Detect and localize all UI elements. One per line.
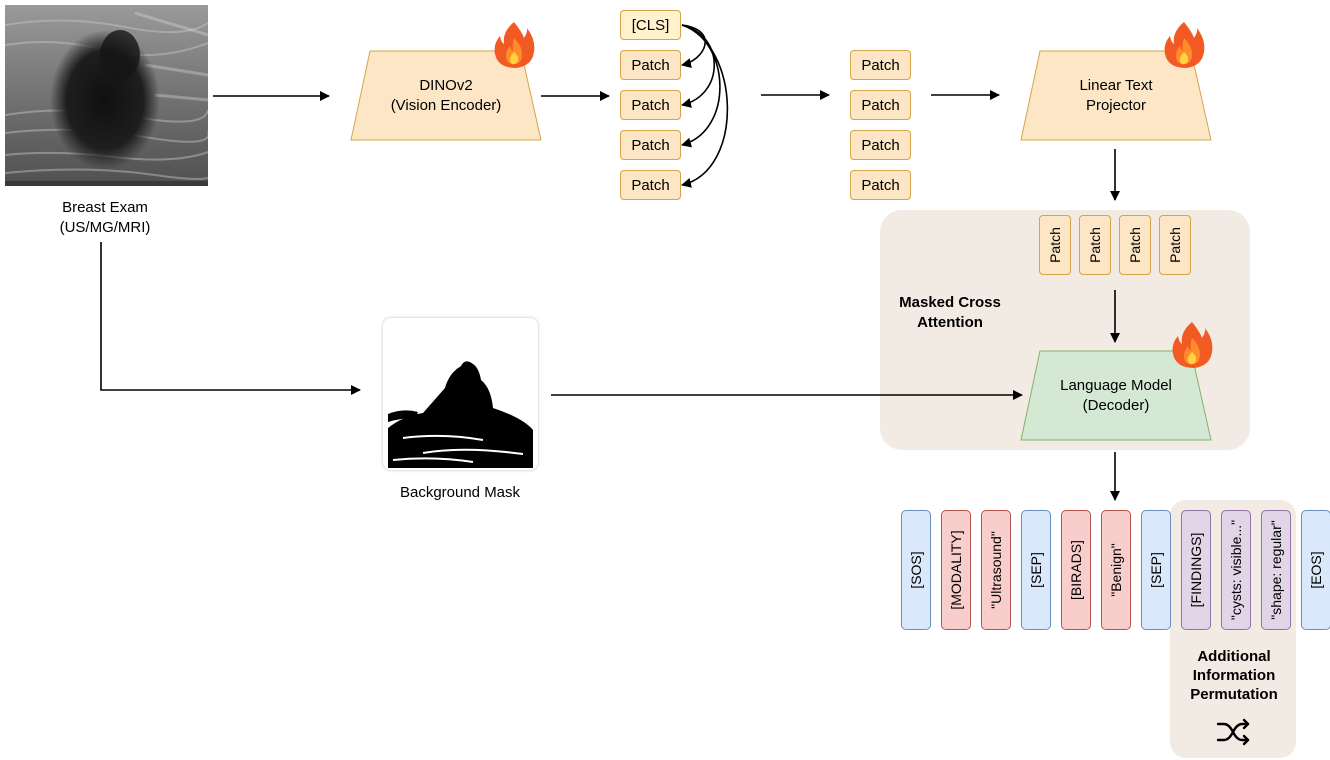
attention-arc <box>681 24 721 148</box>
sequence-token-label: [SEP] <box>1148 552 1164 588</box>
cls-token: [CLS] <box>620 10 681 40</box>
input-label-line2: (US/MG/MRI) <box>59 219 151 236</box>
linear-projector-block: Linear Text Projector <box>1020 50 1212 141</box>
sequence-token: "Benign" <box>1101 510 1131 630</box>
sequence-token-label: [MODALITY] <box>948 530 964 610</box>
fire-icon <box>494 22 535 68</box>
encoder-patch-token: Patch <box>620 90 681 120</box>
cross-attention-label: Masked Cross Attention <box>885 293 1015 333</box>
background-mask-image <box>383 318 538 470</box>
projected-patch-token: Patch <box>1039 215 1071 275</box>
shuffle-icon <box>1215 716 1251 748</box>
vision-encoder-block: DINOv2 (Vision Encoder) <box>350 50 542 141</box>
decoder-subtitle: (Decoder) <box>1082 396 1150 414</box>
permutation-line3: Permutation <box>1190 686 1278 703</box>
decoder-title: Language Model <box>1060 376 1172 394</box>
mask-label: Background Mask <box>399 484 521 501</box>
encoder-subtitle: (Vision Encoder) <box>390 96 502 114</box>
projected-patch-token: Patch <box>1159 215 1191 275</box>
permutation-line1: Additional <box>1197 648 1271 665</box>
sequence-token-label: "Benign" <box>1108 543 1124 597</box>
sequence-token-label: [EOS] <box>1308 551 1324 589</box>
sequence-token: [FINDINGS] <box>1181 510 1211 630</box>
sequence-token-label: [FINDINGS] <box>1188 532 1204 608</box>
sequence-token-label: "Ultrasound" <box>988 531 1004 609</box>
sequence-token: [SOS] <box>901 510 931 630</box>
selected-patch-token: Patch <box>850 130 911 160</box>
projected-patch-label: Patch <box>1167 227 1183 263</box>
projected-patch-label: Patch <box>1047 227 1063 263</box>
language-model-block: Language Model (Decoder) <box>1020 350 1212 441</box>
encoder-patch-token: Patch <box>620 50 681 80</box>
sequence-token-label: [BIRADS] <box>1068 540 1084 600</box>
fire-icon <box>1172 322 1213 368</box>
permutation-label: Additional Information Permutation <box>1172 647 1296 704</box>
selected-patch-token: Patch <box>850 50 911 80</box>
projected-patch-token: Patch <box>1079 215 1111 275</box>
attention-arc <box>681 24 715 108</box>
projected-patch-label: Patch <box>1087 227 1103 263</box>
sequence-token-label: "shape: regular" <box>1268 520 1284 620</box>
sequence-token-label: [SEP] <box>1028 552 1044 588</box>
projector-subtitle: Projector <box>1085 96 1146 114</box>
input-label: Breast Exam (US/MG/MRI) <box>30 198 180 238</box>
projected-patch-token: Patch <box>1119 215 1151 275</box>
fire-icon <box>1164 22 1205 68</box>
encoder-title: DINOv2 <box>419 76 473 94</box>
sequence-token: [EOS] <box>1301 510 1330 630</box>
sequence-token: "Ultrasound" <box>981 510 1011 630</box>
sequence-token: "shape: regular" <box>1261 510 1291 630</box>
sequence-token: [SEP] <box>1021 510 1051 630</box>
encoder-patch-token: Patch <box>620 170 681 200</box>
attention-arc <box>681 24 706 68</box>
sequence-token-label: "cysts: visible..." <box>1228 519 1244 621</box>
selected-patch-token: Patch <box>850 170 911 200</box>
sequence-token: [BIRADS] <box>1061 510 1091 630</box>
projected-patch-label: Patch <box>1127 227 1143 263</box>
sequence-token: [MODALITY] <box>941 510 971 630</box>
cross-attention-line1: Masked Cross <box>899 294 1001 311</box>
input-label-line1: Breast Exam <box>62 199 148 216</box>
breast-exam-image <box>5 5 208 186</box>
arrow-image-to-mask <box>100 242 361 395</box>
selected-patch-token: Patch <box>850 90 911 120</box>
sequence-token: "cysts: visible..." <box>1221 510 1251 630</box>
encoder-patch-token: Patch <box>620 130 681 160</box>
projector-title: Linear Text <box>1079 76 1153 94</box>
sequence-token-label: [SOS] <box>908 551 924 589</box>
permutation-line2: Information <box>1192 667 1276 684</box>
attention-arc <box>681 24 729 188</box>
cross-attention-line2: Attention <box>917 314 983 331</box>
sequence-token: [SEP] <box>1141 510 1171 630</box>
